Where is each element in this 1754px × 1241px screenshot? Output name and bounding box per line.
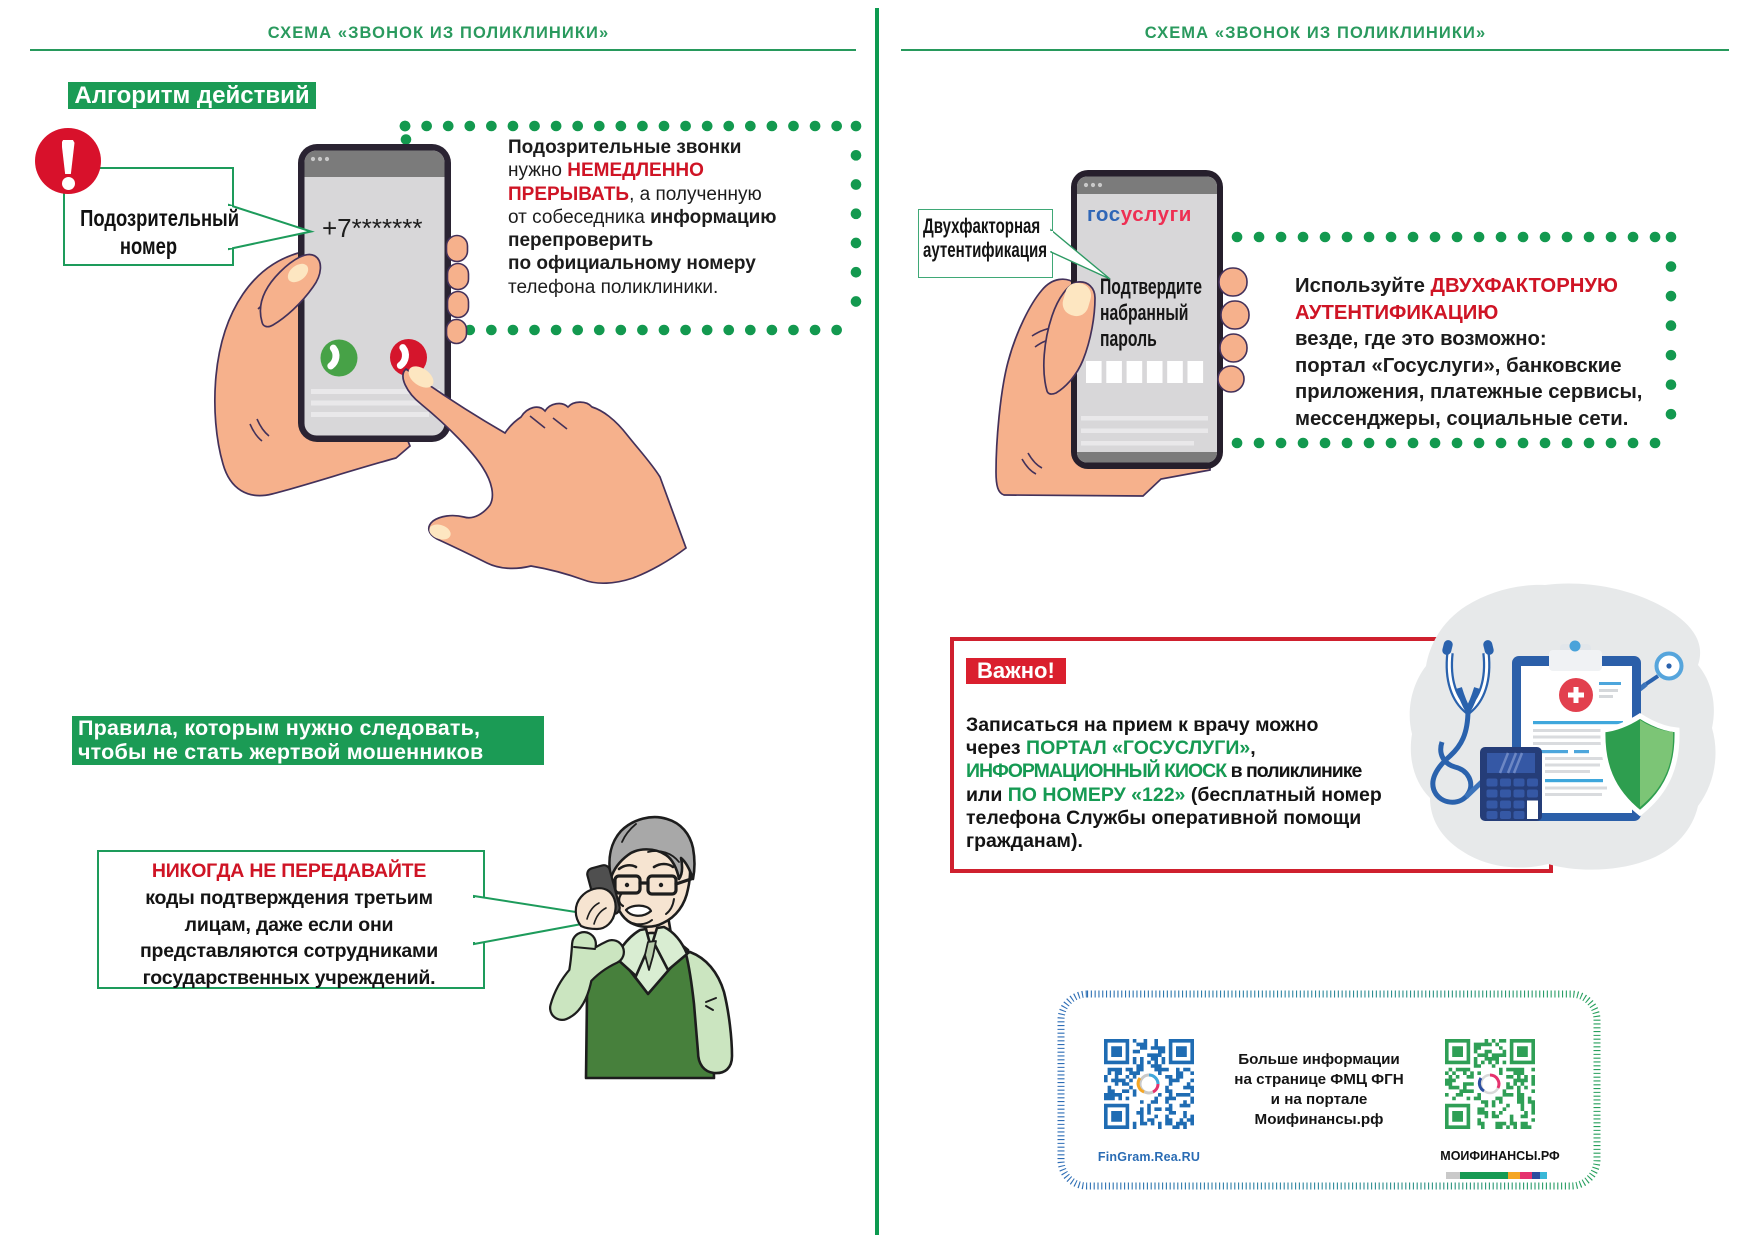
svg-text:+7*******: +7******* [322,213,422,243]
svg-text:госуслуги: госуслуги [1087,203,1192,226]
svg-text:пароль: пароль [1100,326,1157,351]
svg-text:набранный: набранный [1100,300,1188,325]
svg-text:Подтвердите: Подтвердите [1100,274,1202,299]
